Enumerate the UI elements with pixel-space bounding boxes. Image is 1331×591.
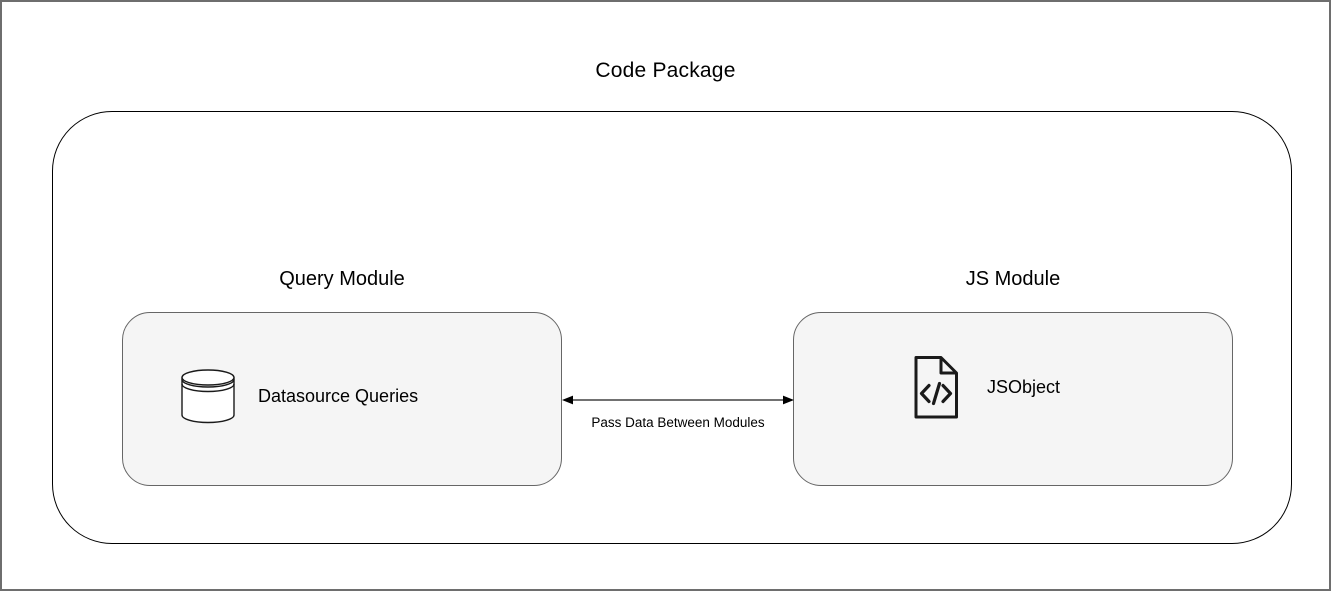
query-node-label: Datasource Queries — [258, 386, 419, 406]
query-module-group-label: Query Module — [279, 268, 405, 290]
js-module-node: JSObject — [793, 312, 1233, 486]
connector-label: Pass Data Between Modules — [591, 415, 765, 430]
code-file-icon — [913, 355, 959, 420]
diagram-title: Code Package — [595, 59, 736, 82]
query-module-node: Datasource Queries — [122, 312, 562, 486]
bidirectional-arrow — [562, 395, 794, 405]
database-icon — [181, 369, 235, 424]
query-node-content: Datasource Queries — [181, 369, 418, 424]
js-node-content: JSObject — [913, 355, 1060, 420]
js-node-label: JSObject — [987, 377, 1061, 397]
js-module-group-label: JS Module — [965, 268, 1061, 290]
